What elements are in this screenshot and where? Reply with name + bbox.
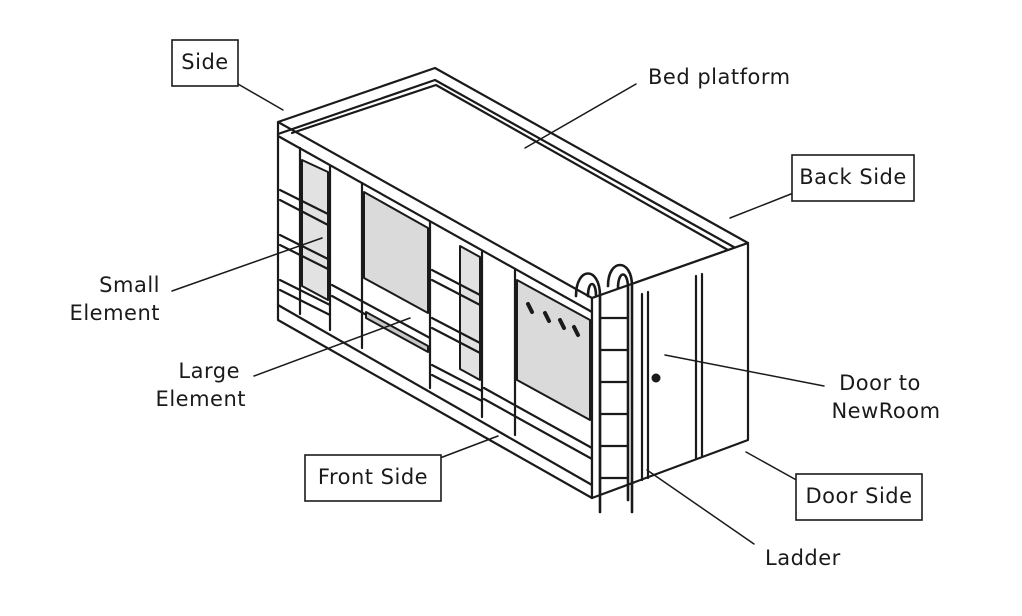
label-small-element-line1: Small (99, 273, 160, 297)
label-door-side: Door Side (795, 473, 923, 521)
small-element-shelves (278, 159, 332, 317)
label-large-element-line1: Large (178, 359, 240, 383)
label-large-element-line2: Element (156, 387, 246, 411)
label-side: Side (171, 39, 239, 87)
bed-platform-rim (276, 78, 750, 257)
label-back-side: Back Side (791, 154, 915, 202)
label-side-text: Side (181, 50, 228, 74)
label-front-side: Front Side (304, 454, 442, 502)
label-back-side-text: Back Side (799, 165, 907, 189)
leader-lines (171, 83, 825, 545)
door-knob (651, 373, 661, 383)
right-large-element (482, 279, 594, 461)
label-front-side-text: Front Side (318, 465, 428, 489)
label-door-line1: Door to (839, 371, 921, 395)
label-door-line2: NewRoom (831, 399, 940, 423)
label-door-side-text: Door Side (805, 484, 912, 508)
door (640, 272, 704, 482)
large-element-cabinet (330, 191, 432, 353)
ladder (574, 263, 634, 514)
middle-shelves (430, 245, 484, 403)
bed-platform-surface (276, 66, 750, 300)
loft-structure (276, 66, 750, 500)
label-small-element-line2: Element (70, 301, 160, 325)
label-ladder: Ladder (765, 546, 841, 570)
label-bed-platform: Bed platform (648, 65, 791, 89)
